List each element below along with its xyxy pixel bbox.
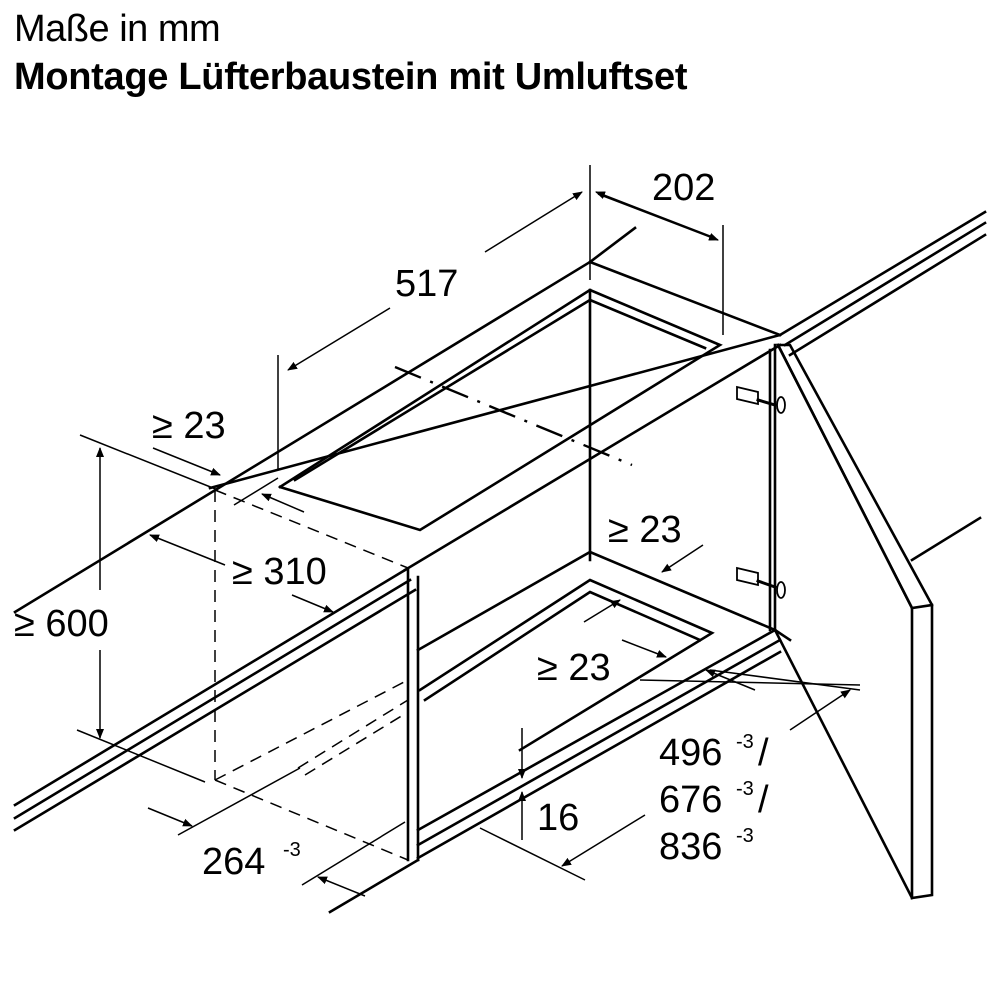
hidden-lines: [214, 489, 409, 861]
dim-label-23-bottom: ≥ 23: [537, 647, 611, 689]
width-option-496-tolerance: -3: [736, 731, 754, 753]
dim-600: ≥ 600: [14, 447, 206, 783]
width-option-676: 676: [659, 779, 722, 821]
dim-label-310: ≥ 310: [232, 551, 327, 593]
width-option-836: 836: [659, 826, 722, 868]
door-hinge-top: [736, 385, 786, 414]
dim-label-202: 202: [652, 167, 715, 209]
dim-label-16: 16: [537, 797, 579, 839]
units-label: Maße in mm: [14, 8, 221, 50]
dim-16: 16: [518, 728, 579, 840]
dim-label-23-top: ≥ 23: [152, 405, 226, 447]
dim-23-bottom: ≥ 23: [537, 599, 756, 691]
dim-tolerance-264: -3: [283, 839, 301, 861]
width-option-676-separator: /: [758, 779, 769, 821]
door-hinge-bottom: [736, 566, 786, 599]
dim-label-517: 517: [395, 263, 458, 305]
base-cabinet: [328, 343, 792, 914]
dim-width-options: 496 -3 / 676 -3 / 836 -3: [479, 669, 861, 881]
width-option-496: 496: [659, 732, 722, 774]
dim-label-264: 264: [202, 841, 265, 883]
cabinet-door: [773, 343, 982, 900]
width-option-496-separator: /: [758, 732, 769, 774]
dim-264: 264 -3: [147, 767, 406, 897]
dim-23-back: ≥ 23: [608, 509, 704, 573]
width-option-676-tolerance: -3: [736, 778, 754, 800]
dim-310: ≥ 310: [149, 534, 334, 613]
dim-202: 202: [595, 167, 724, 335]
dim-label-600: ≥ 600: [14, 603, 109, 645]
center-line: [394, 365, 633, 467]
width-option-836-tolerance: -3: [736, 825, 754, 847]
dim-517: 517: [277, 165, 591, 470]
worktop: [13, 210, 987, 832]
dim-label-23-back: ≥ 23: [608, 509, 682, 551]
dim-23-top: ≥ 23: [79, 405, 305, 513]
page-title: Montage Lüfterbaustein mit Umluftset: [14, 56, 688, 98]
fan-module-cutout: [278, 288, 723, 562]
